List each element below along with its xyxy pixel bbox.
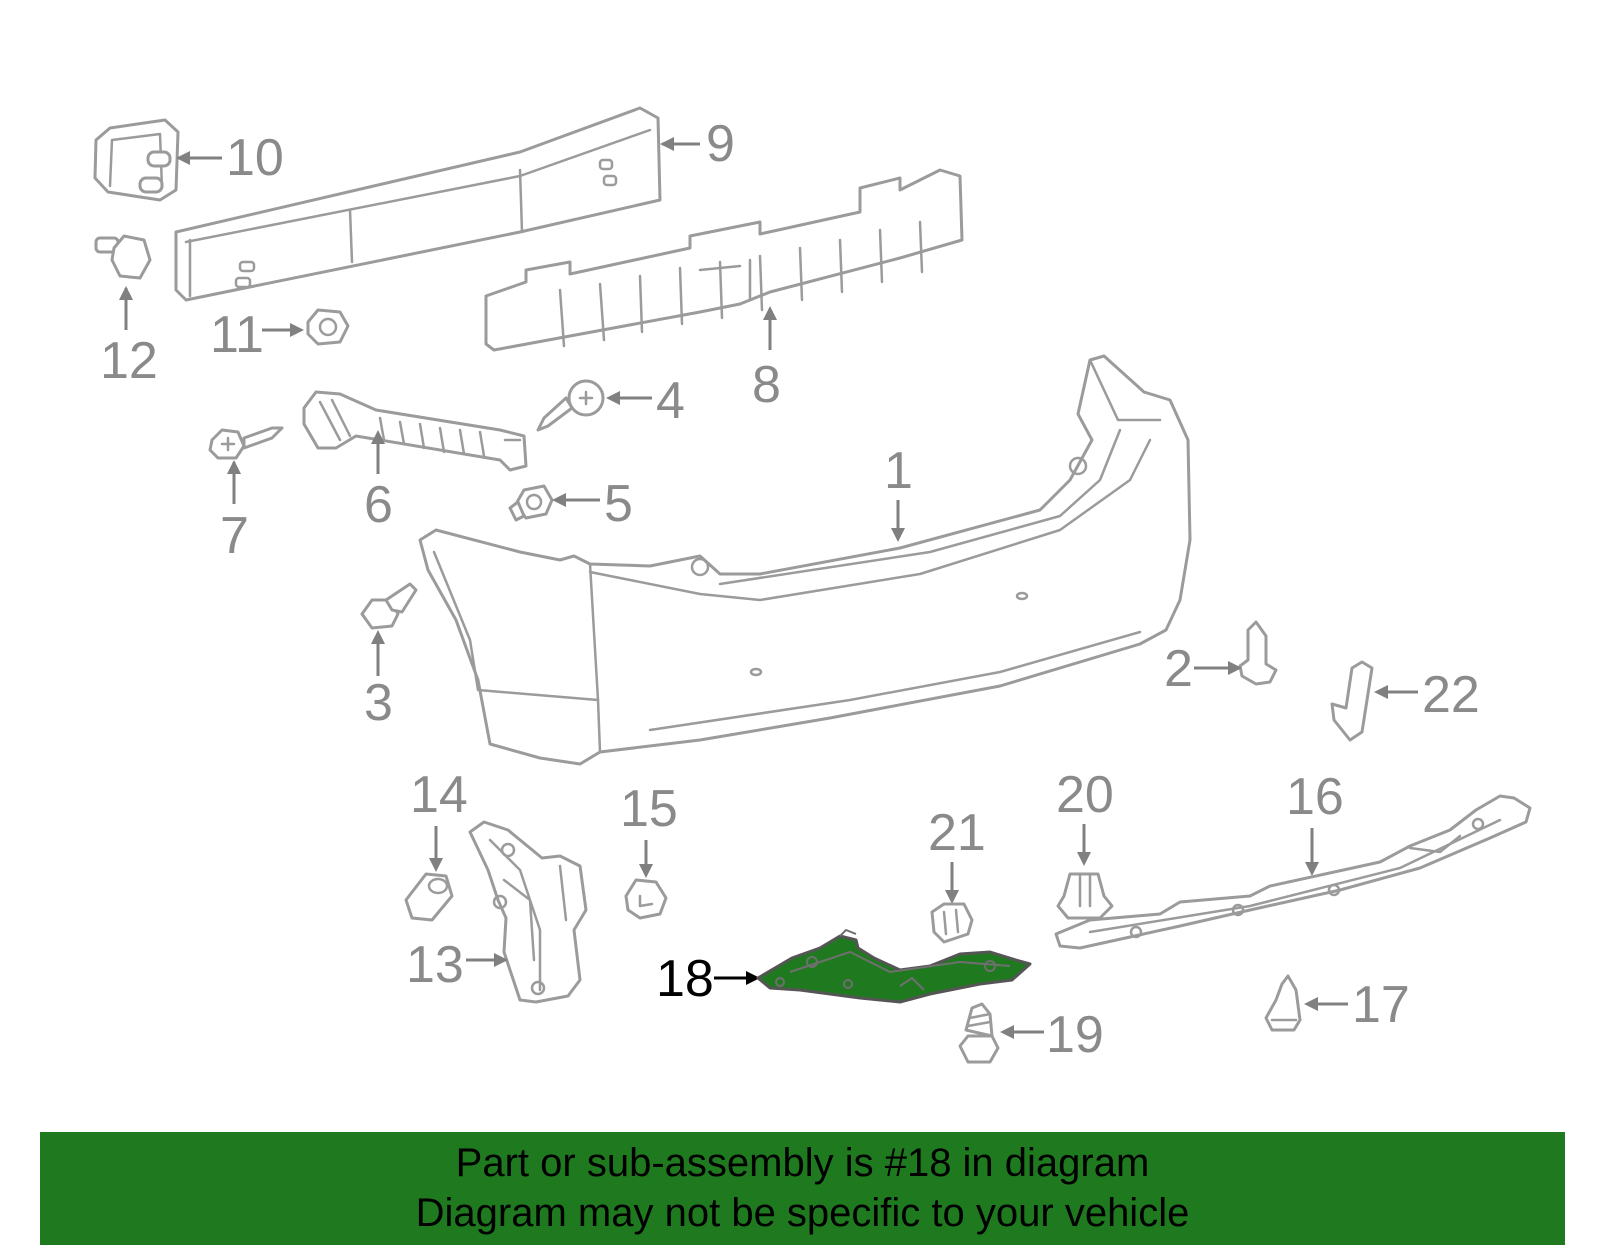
part-22-bracket — [1330, 660, 1374, 742]
banner-line-1: Part or sub-assembly is #18 in diagram — [455, 1141, 1150, 1185]
part-16-lower-retainer — [1054, 794, 1532, 950]
callout-8: 8 — [752, 356, 781, 414]
callout-5: 5 — [604, 475, 633, 533]
callout-22: 22 — [1422, 666, 1480, 724]
callout-17: 17 — [1352, 976, 1410, 1034]
part-5-clip-nut — [508, 484, 554, 522]
part-11-nut — [306, 308, 350, 346]
callout-21: 21 — [928, 804, 986, 862]
part-13-side-bracket — [468, 820, 588, 1004]
part-7-screw — [208, 426, 284, 460]
banner-line-2: Diagram may not be specific to your vehi… — [415, 1191, 1190, 1235]
callout-19: 19 — [1046, 1006, 1104, 1064]
callout-15: 15 — [620, 780, 678, 838]
callout-16: 16 — [1286, 768, 1344, 826]
callout-2: 2 — [1164, 640, 1193, 698]
callout-11: 11 — [210, 306, 264, 364]
part-10-bracket — [93, 118, 180, 202]
callout-9: 9 — [706, 115, 735, 173]
callout-10: 10 — [226, 129, 284, 187]
part-8-energy-absorber — [484, 168, 964, 352]
part-1-bumper-cover — [418, 354, 1192, 766]
info-banner: Part or sub-assembly is #18 in diagram D… — [40, 1132, 1565, 1245]
callout-6: 6 — [364, 476, 393, 534]
callout-18: 18 — [656, 950, 714, 1008]
callout-1: 1 — [884, 442, 913, 500]
part-2-push-clip — [1238, 620, 1278, 686]
part-19-bolt — [958, 1002, 1000, 1064]
part-20-nut — [1056, 872, 1114, 920]
callout-3: 3 — [364, 674, 393, 732]
part-15-clip — [624, 878, 668, 920]
part-6-side-retainer — [302, 390, 528, 472]
part-9-reinforcement-beam — [174, 106, 662, 302]
part-18-lower-bracket — [756, 928, 1032, 1004]
callout-20: 20 — [1056, 766, 1114, 824]
part-17-push-clip — [1264, 974, 1302, 1032]
part-21-clip — [930, 902, 974, 944]
callout-12: 12 — [100, 332, 158, 390]
part-14-nut — [404, 872, 454, 922]
part-12-bolt — [94, 234, 152, 280]
part-4-screw — [536, 379, 605, 432]
callout-14: 14 — [410, 766, 468, 824]
callout-4: 4 — [656, 372, 685, 430]
callout-13: 13 — [406, 936, 464, 994]
callout-7: 7 — [220, 507, 249, 565]
part-3-screw — [360, 582, 418, 630]
